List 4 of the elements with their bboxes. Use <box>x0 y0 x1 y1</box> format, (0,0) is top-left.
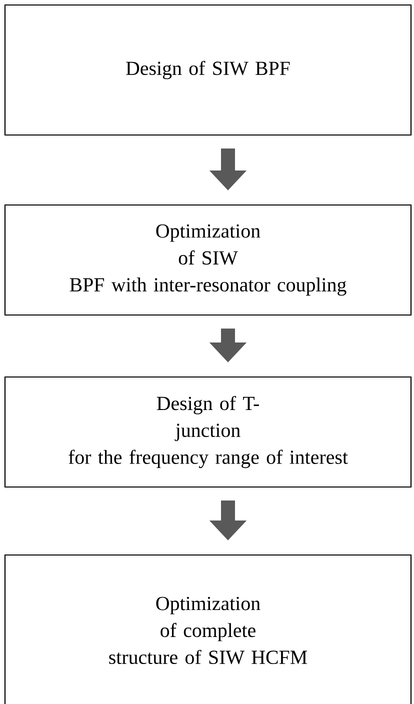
process-box: Optimization of SIW BPF with inter-resonator coupling <box>4 204 412 316</box>
process-box: Design of SIW BPF <box>4 4 412 136</box>
process-box: Optimization of complete structure of SIW HCFM <box>4 554 412 704</box>
process-box: Design of T-junction for the frequency range of interest <box>4 376 412 488</box>
